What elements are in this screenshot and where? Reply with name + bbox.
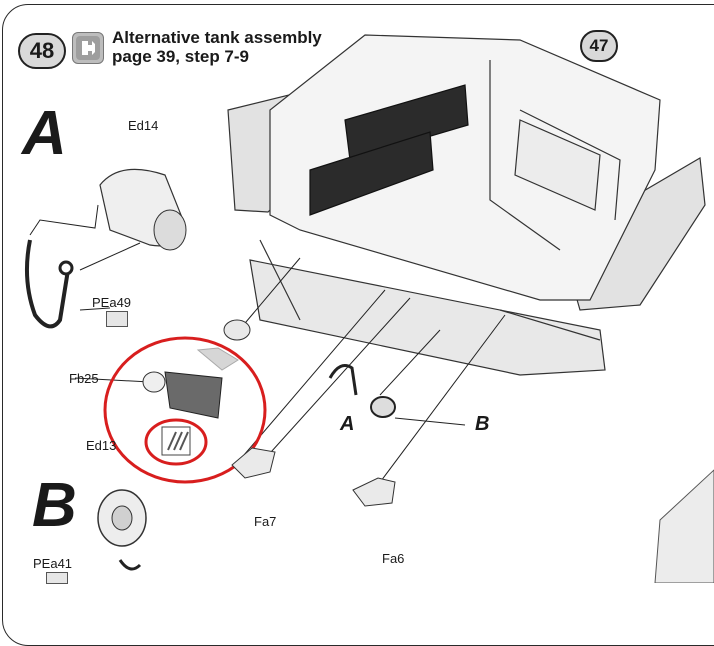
hull-frame-line [519,109,621,221]
hull-edge [259,239,301,321]
label-fb25: Fb25 [69,371,99,386]
callout-a: A [340,413,355,435]
label-fa6: Fa6 [382,551,405,566]
step-title: Alternative tank assembly page 39, step … [112,28,322,66]
part-fa6-bracket [352,477,396,507]
assembly-symbol-icon [76,36,100,60]
part-fb25-plate [164,371,223,419]
chain-drawing [25,239,74,329]
label-pea41: PEa41 [33,556,73,571]
highlight-circle-large [103,336,267,484]
step-title-line2: page 39, step 7-9 [112,47,250,66]
part-ed13-drawing [97,489,147,571]
direction-arrow [196,347,239,371]
reference-step-badge: 47 [580,30,618,62]
label-ed13: Ed13 [86,438,117,453]
engine-deck-panel-lower [309,131,434,216]
photo-etch-icon [106,311,128,327]
step-number-badge: 48 [18,33,66,69]
material-hatch-icon [167,431,189,451]
label-pea49: PEa49 [92,295,132,310]
hull-body [269,34,661,301]
lower-hull [249,259,606,376]
hull-frame-line [489,60,561,251]
section-b-letter: B [32,471,77,540]
hull-edge [499,309,601,341]
highlight-circle-small [144,418,208,466]
rear-compartment [514,119,601,211]
hook-b-drawing [370,396,396,418]
hull-drawing [227,34,706,376]
part-fa7-bracket [231,447,276,479]
reference-step-number: 47 [589,36,609,55]
step-number: 48 [29,38,55,63]
alternative-assembly-icon [72,32,104,64]
roller-parts [142,319,251,393]
photo-etch-icon [46,572,68,584]
instruction-page: 48 Alternative tank assembly page 39, st… [2,4,714,646]
assembly-illustration [25,34,714,583]
step-title-line1: Alternative tank assembly [112,28,322,47]
hook-a-drawing [328,364,358,396]
callout-b: B [475,413,490,435]
label-fa7: Fa7 [254,514,277,529]
next-step-hull-fragment [654,469,714,583]
engine-deck-panel-upper [344,84,469,161]
material-swatch [161,426,191,456]
section-a-letter: A [22,99,67,168]
label-ed14: Ed14 [128,118,159,133]
part-ed14-drawing [99,168,187,251]
